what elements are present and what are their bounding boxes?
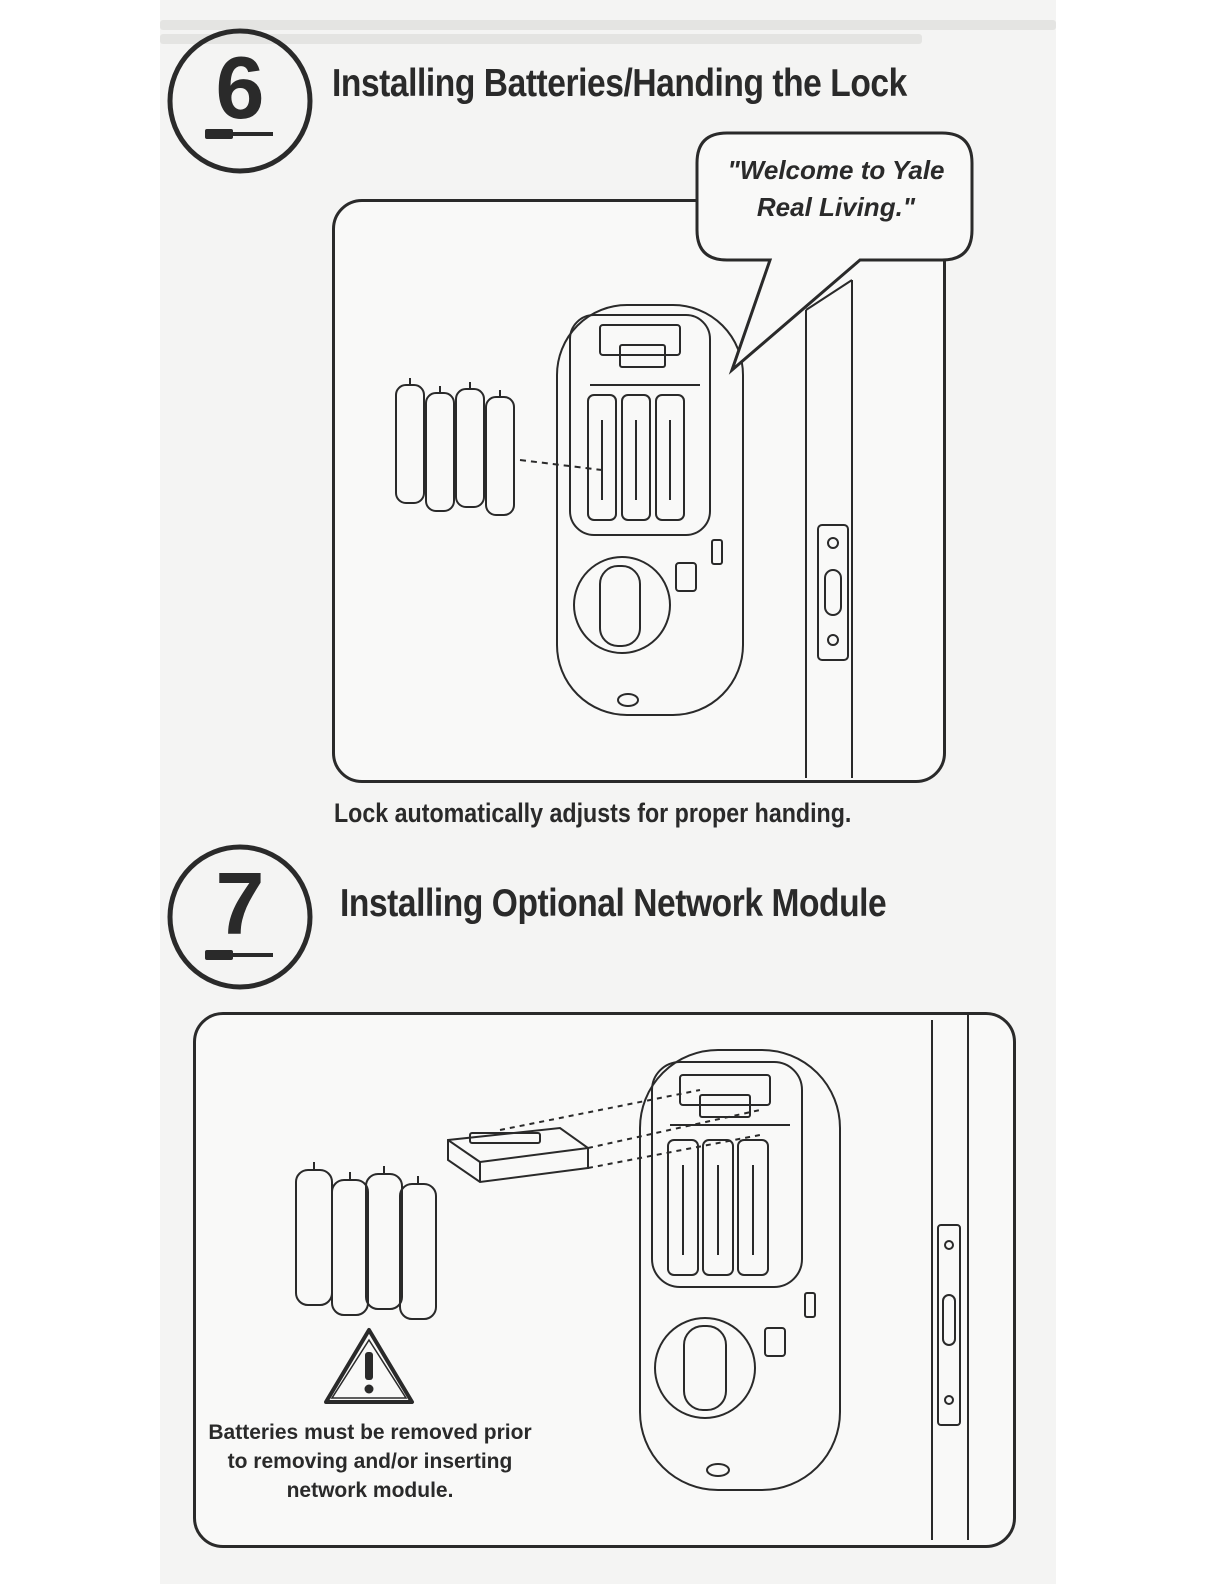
warning-triangle-icon (326, 1330, 412, 1402)
warning-text: Batteries must be removed prior to remov… (200, 1418, 540, 1505)
